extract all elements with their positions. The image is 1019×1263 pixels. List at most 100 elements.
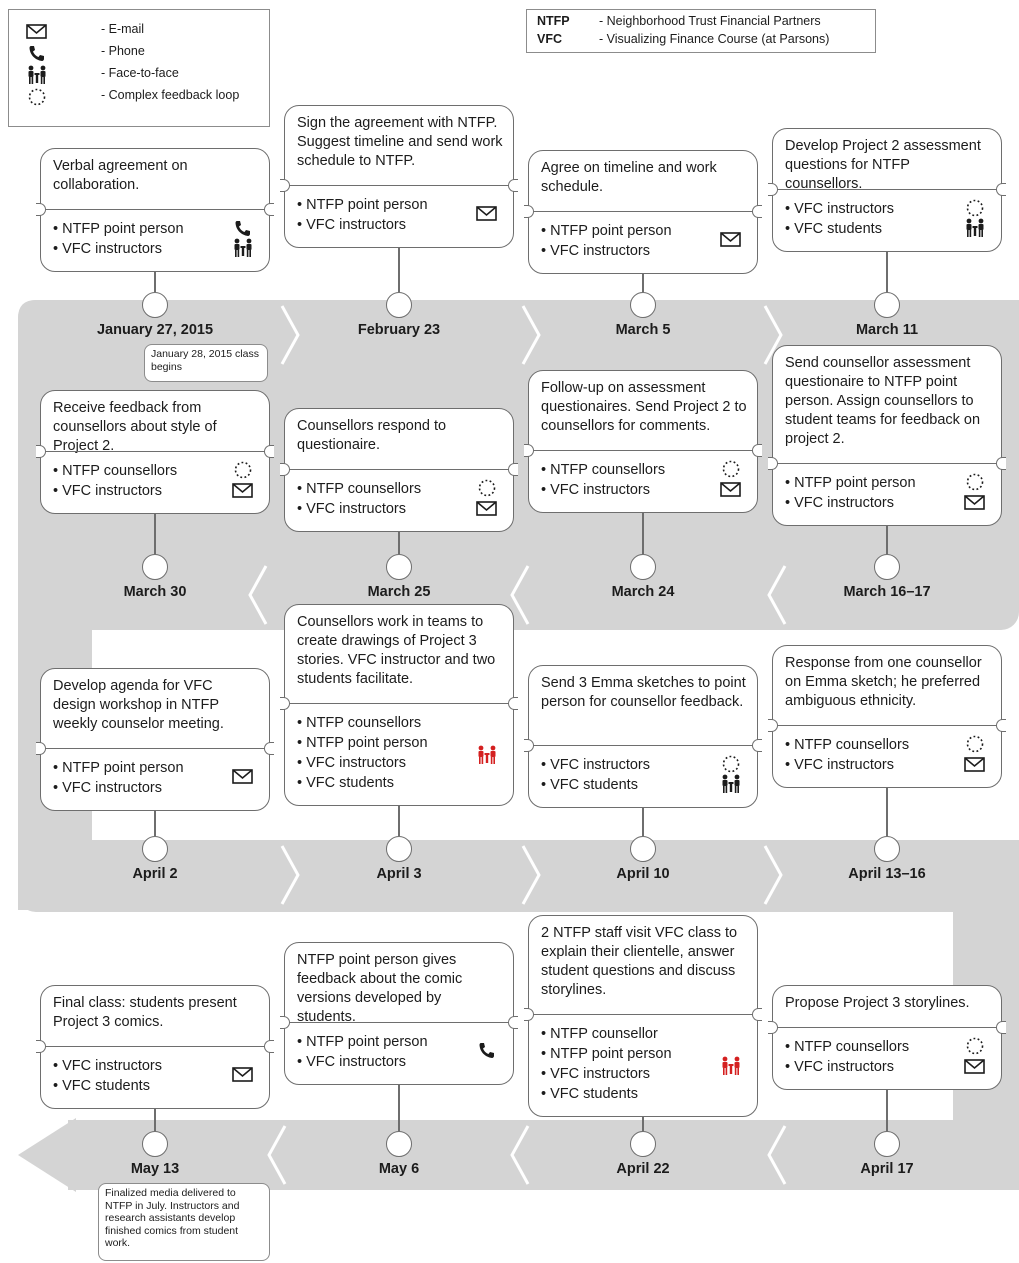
participant: • NTFP point person: [53, 760, 184, 776]
channel-icons: [719, 753, 743, 793]
event-description: Send 3 Emma sketches to point person for…: [541, 675, 746, 710]
event-date: March 11: [855, 322, 919, 338]
pin-circle: [142, 1131, 168, 1157]
abbreviation-key: VFC: [537, 32, 562, 46]
event-card: Counsellors respond to questionaire.• NT…: [279, 408, 518, 532]
participant: • VFC students: [53, 1078, 150, 1094]
channel-icons: [963, 197, 987, 237]
event-card: Agree on timeline and work schedule.• NT…: [523, 150, 762, 274]
abbreviation-value: - Neighborhood Trust Financial Partners: [599, 14, 821, 28]
participants-list: • NTFP point person• VFC instructors: [785, 473, 916, 513]
email-icon: [963, 1055, 987, 1077]
channel-icons: [719, 458, 743, 498]
pin-circle: [630, 836, 656, 862]
event-date: April 22: [616, 1161, 670, 1177]
pin-circle: [630, 1131, 656, 1157]
event-date: April 3: [376, 866, 422, 882]
pin-stem: [886, 252, 888, 292]
pin-circle: [386, 1131, 412, 1157]
feedback-loop-icon: [963, 471, 987, 493]
event-card: Develop Project 2 assessment questions f…: [767, 128, 1006, 252]
participant: • NTFP counsellors: [297, 481, 422, 497]
face-to-face-icon: [231, 237, 255, 259]
participant: • VFC instructors: [53, 241, 163, 257]
participant: • VFC instructors: [297, 755, 407, 771]
participant: • VFC instructors: [297, 1054, 407, 1070]
phone-icon: [475, 1039, 499, 1061]
channel-icons: [475, 193, 499, 233]
participants-list: • NTFP point person• VFC instructors: [541, 221, 672, 261]
participants-list: • VFC instructors• VFC students: [785, 199, 894, 239]
event-date: April 2: [132, 866, 178, 882]
legend-box: - E-mail- Phone- Face-to-face- Complex f…: [8, 9, 270, 127]
event-date: May 6: [378, 1161, 420, 1177]
email-icon: [475, 497, 499, 519]
note-finalized-media: Finalized media delivered to NTFP in Jul…: [98, 1183, 270, 1261]
participant: • VFC instructors: [53, 483, 163, 499]
channel-icons: [719, 219, 743, 259]
email-icon: [25, 20, 47, 40]
feedback-loop-icon: [963, 1035, 987, 1057]
participant: • VFC instructors: [541, 757, 651, 773]
participant: • NTFP counsellor: [541, 1026, 658, 1042]
participant: • NTFP point person: [297, 735, 428, 751]
face-to-face-icon: [719, 773, 743, 795]
event-card: Receive feedback from counsellors about …: [35, 390, 274, 514]
face-to-face-icon: [963, 217, 987, 239]
email-icon: [719, 478, 743, 500]
card-divider: [279, 463, 518, 476]
pin-stem: [642, 513, 644, 554]
pin-stem: [154, 514, 156, 554]
participant: • NTFP point person: [785, 475, 916, 491]
event-date: March 25: [367, 584, 431, 600]
card-divider: [279, 697, 518, 710]
participants-list: • NTFP counsellors• NTFP point person• V…: [297, 713, 428, 793]
event-card: Response from one counsellor on Emma ske…: [767, 645, 1006, 788]
participant: • NTFP counsellors: [785, 737, 910, 753]
event-card: 2 NTFP staff visit VFC class to explain …: [523, 915, 762, 1117]
participant: • NTFP point person: [297, 197, 428, 213]
event-card: Send 3 Emma sketches to point person for…: [523, 665, 762, 808]
event-description: Response from one counsellor on Emma ske…: [785, 655, 982, 709]
pin-stem: [886, 788, 888, 836]
participant: • VFC instructors: [541, 1066, 651, 1082]
event-description: Develop agenda for VFC design workshop i…: [53, 678, 224, 732]
participants-list: • NTFP point person • VFC instructors: [53, 758, 184, 798]
timeline-band-3: [18, 840, 1019, 912]
timeline-end-arrow: [18, 1118, 76, 1192]
event-card: Develop agenda for VFC design workshop i…: [35, 668, 274, 811]
event-date: April 17: [860, 1161, 914, 1177]
event-date: March 16–17: [843, 584, 931, 600]
timeline-band-2: [18, 560, 1019, 630]
event-description: NTFP point person gives feedback about t…: [297, 952, 463, 1025]
pin-circle: [874, 554, 900, 580]
timeline-band-1-fill: [18, 300, 1019, 370]
channel-icons: [231, 459, 255, 499]
pin-stem: [398, 532, 400, 554]
participant: • NTFP point person: [541, 1046, 672, 1062]
timeline-band-1: [18, 300, 1019, 630]
email-icon: [963, 491, 987, 513]
event-card: Final class: students present Project 3 …: [35, 985, 274, 1109]
participants-list: • NTFP point person• VFC instructors: [297, 195, 428, 235]
feedback-loop-icon: [475, 477, 499, 499]
participant: • VFC instructors: [53, 1058, 163, 1074]
event-description: Verbal agreement on collaboration.: [53, 158, 188, 193]
face-to-face-icon: [25, 64, 47, 84]
pin-stem: [642, 808, 644, 836]
note-class-begins: January 28, 2015 class begins: [144, 344, 268, 382]
pin-circle: [630, 554, 656, 580]
card-divider: [35, 1040, 274, 1053]
channel-icons: [475, 1030, 499, 1070]
card-divider: [279, 1016, 518, 1029]
pin-circle: [630, 292, 656, 318]
card-divider: [767, 183, 1006, 196]
participant: • VFC instructors: [53, 780, 163, 796]
pin-circle: [142, 292, 168, 318]
timeline-band-4: [68, 1120, 1019, 1190]
feedback-loop-icon: [963, 733, 987, 755]
pin-circle: [386, 836, 412, 862]
card-divider: [523, 1008, 762, 1021]
participants-list: • NTFP counsellors• VFC instructors: [297, 479, 421, 519]
